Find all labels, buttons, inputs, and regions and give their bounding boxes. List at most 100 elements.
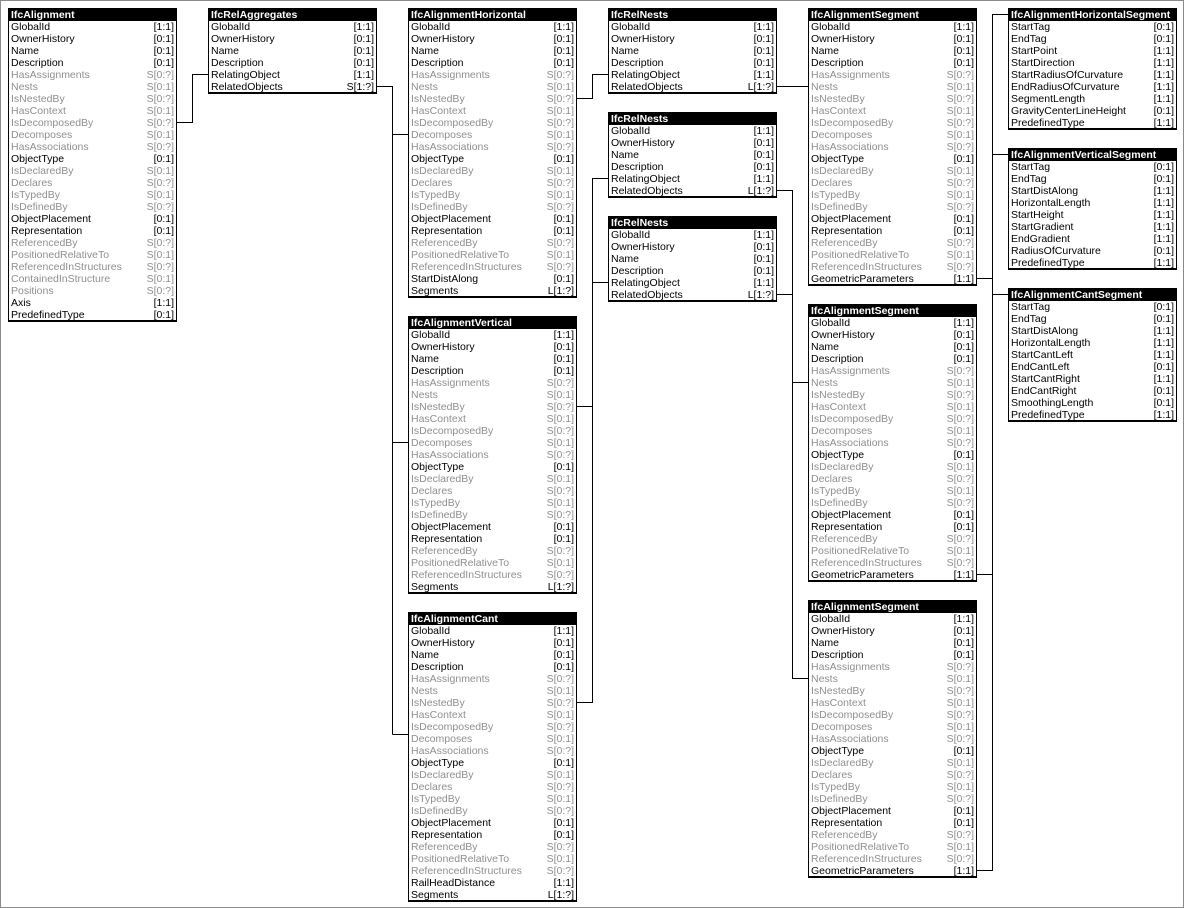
attribute-row[interactable]: OwnerHistory[0:1] <box>409 341 576 353</box>
attribute-row[interactable]: GravityCenterLineHeight[0:1] <box>1009 105 1176 117</box>
attribute-row[interactable]: ObjectType[0:1] <box>809 745 976 757</box>
attribute-row[interactable]: GlobalId[1:1] <box>409 21 576 33</box>
attribute-row[interactable]: StartTag[0:1] <box>1009 161 1176 173</box>
attribute-row[interactable]: Description[0:1] <box>409 57 576 69</box>
attribute-row[interactable]: StartDistAlong[1:1] <box>1009 325 1176 337</box>
attribute-row[interactable]: StartTag[0:1] <box>1009 21 1176 33</box>
attribute-row[interactable]: GlobalId[1:1] <box>409 329 576 341</box>
attribute-row[interactable]: ObjectType[0:1] <box>809 449 976 461</box>
attribute-row[interactable]: Representation[0:1] <box>409 225 576 237</box>
attribute-row[interactable]: Name[0:1] <box>609 149 776 161</box>
attribute-row[interactable]: EndCantLeft[0:1] <box>1009 361 1176 373</box>
attribute-row[interactable]: OwnerHistory[0:1] <box>609 33 776 45</box>
attribute-row[interactable]: ObjectType[0:1] <box>409 461 576 473</box>
attribute-row[interactable]: Description[0:1] <box>209 57 376 69</box>
attribute-row[interactable]: RelatingObject[1:1] <box>609 277 776 289</box>
attribute-row[interactable]: GlobalId[1:1] <box>609 21 776 33</box>
attribute-row[interactable]: Name[0:1] <box>409 45 576 57</box>
attribute-row[interactable]: RailHeadDistance[1:1] <box>409 877 576 889</box>
attribute-row[interactable]: OwnerHistory[0:1] <box>809 33 976 45</box>
attribute-row[interactable]: GlobalId[1:1] <box>809 613 976 625</box>
attribute-row[interactable]: Representation[0:1] <box>809 521 976 533</box>
attribute-row[interactable]: GeometricParameters[1:1] <box>809 865 976 877</box>
attribute-row[interactable]: StartDistAlong[1:1] <box>1009 185 1176 197</box>
attribute-row[interactable]: Representation[0:1] <box>809 225 976 237</box>
attribute-row[interactable]: Representation[0:1] <box>809 817 976 829</box>
attribute-row[interactable]: Representation[0:1] <box>409 533 576 545</box>
attribute-row[interactable]: GlobalId[1:1] <box>409 625 576 637</box>
attribute-row[interactable]: Representation[0:1] <box>409 829 576 841</box>
attribute-row[interactable]: Representation[0:1] <box>9 225 176 237</box>
attribute-row[interactable]: RadiusOfCurvature[0:1] <box>1009 245 1176 257</box>
attribute-row[interactable]: Name[0:1] <box>809 637 976 649</box>
attribute-row[interactable]: RelatingObject[1:1] <box>609 173 776 185</box>
attribute-row[interactable]: ObjectType[0:1] <box>809 153 976 165</box>
attribute-row[interactable]: RelatingObject[1:1] <box>609 69 776 81</box>
attribute-row[interactable]: Description[0:1] <box>809 649 976 661</box>
attribute-row[interactable]: OwnerHistory[0:1] <box>409 33 576 45</box>
attribute-row[interactable]: Description[0:1] <box>609 161 776 173</box>
attribute-row[interactable]: Description[0:1] <box>609 265 776 277</box>
attribute-row[interactable]: ObjectPlacement[0:1] <box>809 805 976 817</box>
attribute-row[interactable]: EndTag[0:1] <box>1009 313 1176 325</box>
attribute-row[interactable]: PredefinedType[1:1] <box>1009 117 1176 129</box>
attribute-row[interactable]: GlobalId[1:1] <box>209 21 376 33</box>
attribute-row[interactable]: HorizontalLength[1:1] <box>1009 337 1176 349</box>
attribute-row[interactable]: EndRadiusOfCurvature[1:1] <box>1009 81 1176 93</box>
attribute-row[interactable]: PredefinedType[1:1] <box>1009 409 1176 421</box>
